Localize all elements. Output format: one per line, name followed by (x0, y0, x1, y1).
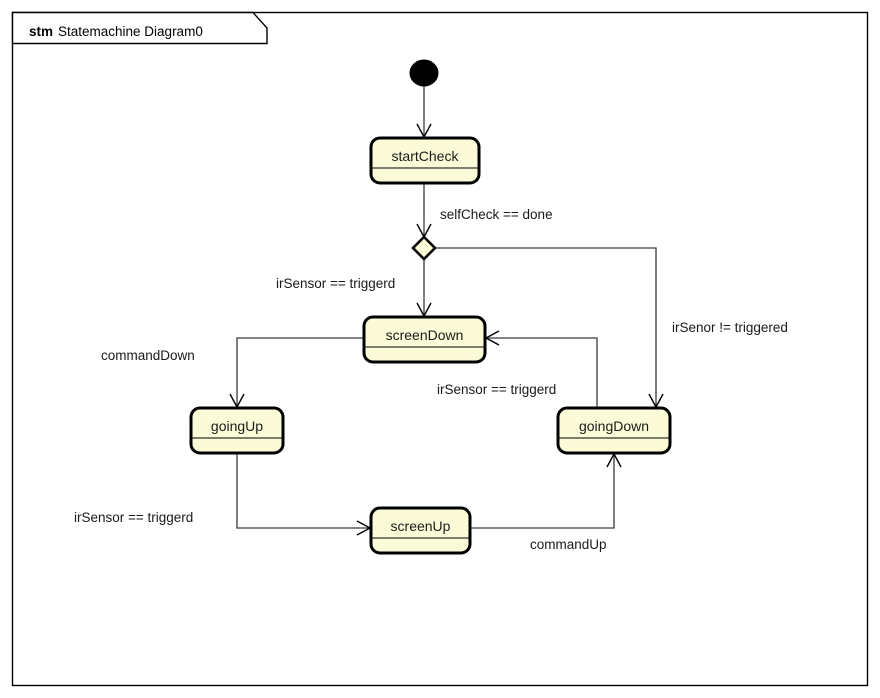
state-box (369, 136, 481, 185)
state-screenDown[interactable]: screenDown (362, 315, 487, 364)
transitions-layer: selfCheck == done irSensor == triggerd i… (74, 85, 788, 552)
frame-tab (11, 11, 268, 45)
state-name-label: goingUp (211, 418, 263, 434)
transition-guard-label: commandDown (101, 348, 195, 363)
state-name-label: screenDown (386, 327, 464, 343)
state-box (189, 406, 285, 455)
transition-choice-to-goingdown[interactable]: irSenor != triggered (435, 247, 788, 409)
transition-line (236, 453, 369, 529)
initial-pseudostate-node[interactable] (409, 59, 439, 87)
state-name-label: screenUp (391, 518, 451, 534)
state-box (556, 406, 672, 455)
transition-line (487, 337, 598, 408)
transition-line (435, 247, 657, 406)
choice-pseudostate-node[interactable] (411, 235, 437, 261)
state-box (369, 506, 472, 555)
transition-line (470, 455, 615, 529)
state-startCheck[interactable]: startCheck (369, 136, 481, 185)
transition-screenup-to-goingdown[interactable]: commandUp (470, 452, 622, 552)
transition-guard-label: commandUp (530, 537, 607, 552)
state-screenUp[interactable]: screenUp (369, 506, 472, 555)
state-name-label: startCheck (392, 148, 460, 164)
state-goingUp[interactable]: goingUp (189, 406, 285, 455)
frame-tab-name: Statemachine Diagram0 (58, 24, 203, 39)
transition-guard-label: irSenor != triggered (672, 320, 788, 335)
state-goingDown[interactable]: goingDown (556, 406, 672, 455)
transition-guard-label: irSensor == triggerd (437, 382, 556, 397)
state-name-label: goingDown (579, 418, 649, 434)
transition-goingup-to-screenup[interactable]: irSensor == triggerd (74, 453, 372, 536)
transition-screendown-to-goingup[interactable]: commandDown (101, 337, 364, 409)
transition-goingdown-to-screendown[interactable]: irSensor == triggerd (437, 330, 598, 408)
frame-tab-kind: stm (29, 24, 53, 39)
transition-line (236, 337, 364, 406)
transition-guard-label: irSensor == triggerd (74, 510, 193, 525)
transition-guard-label: irSensor == triggerd (276, 276, 395, 291)
transition-guard-label: selfCheck == done (440, 207, 553, 222)
state-box (362, 315, 487, 364)
